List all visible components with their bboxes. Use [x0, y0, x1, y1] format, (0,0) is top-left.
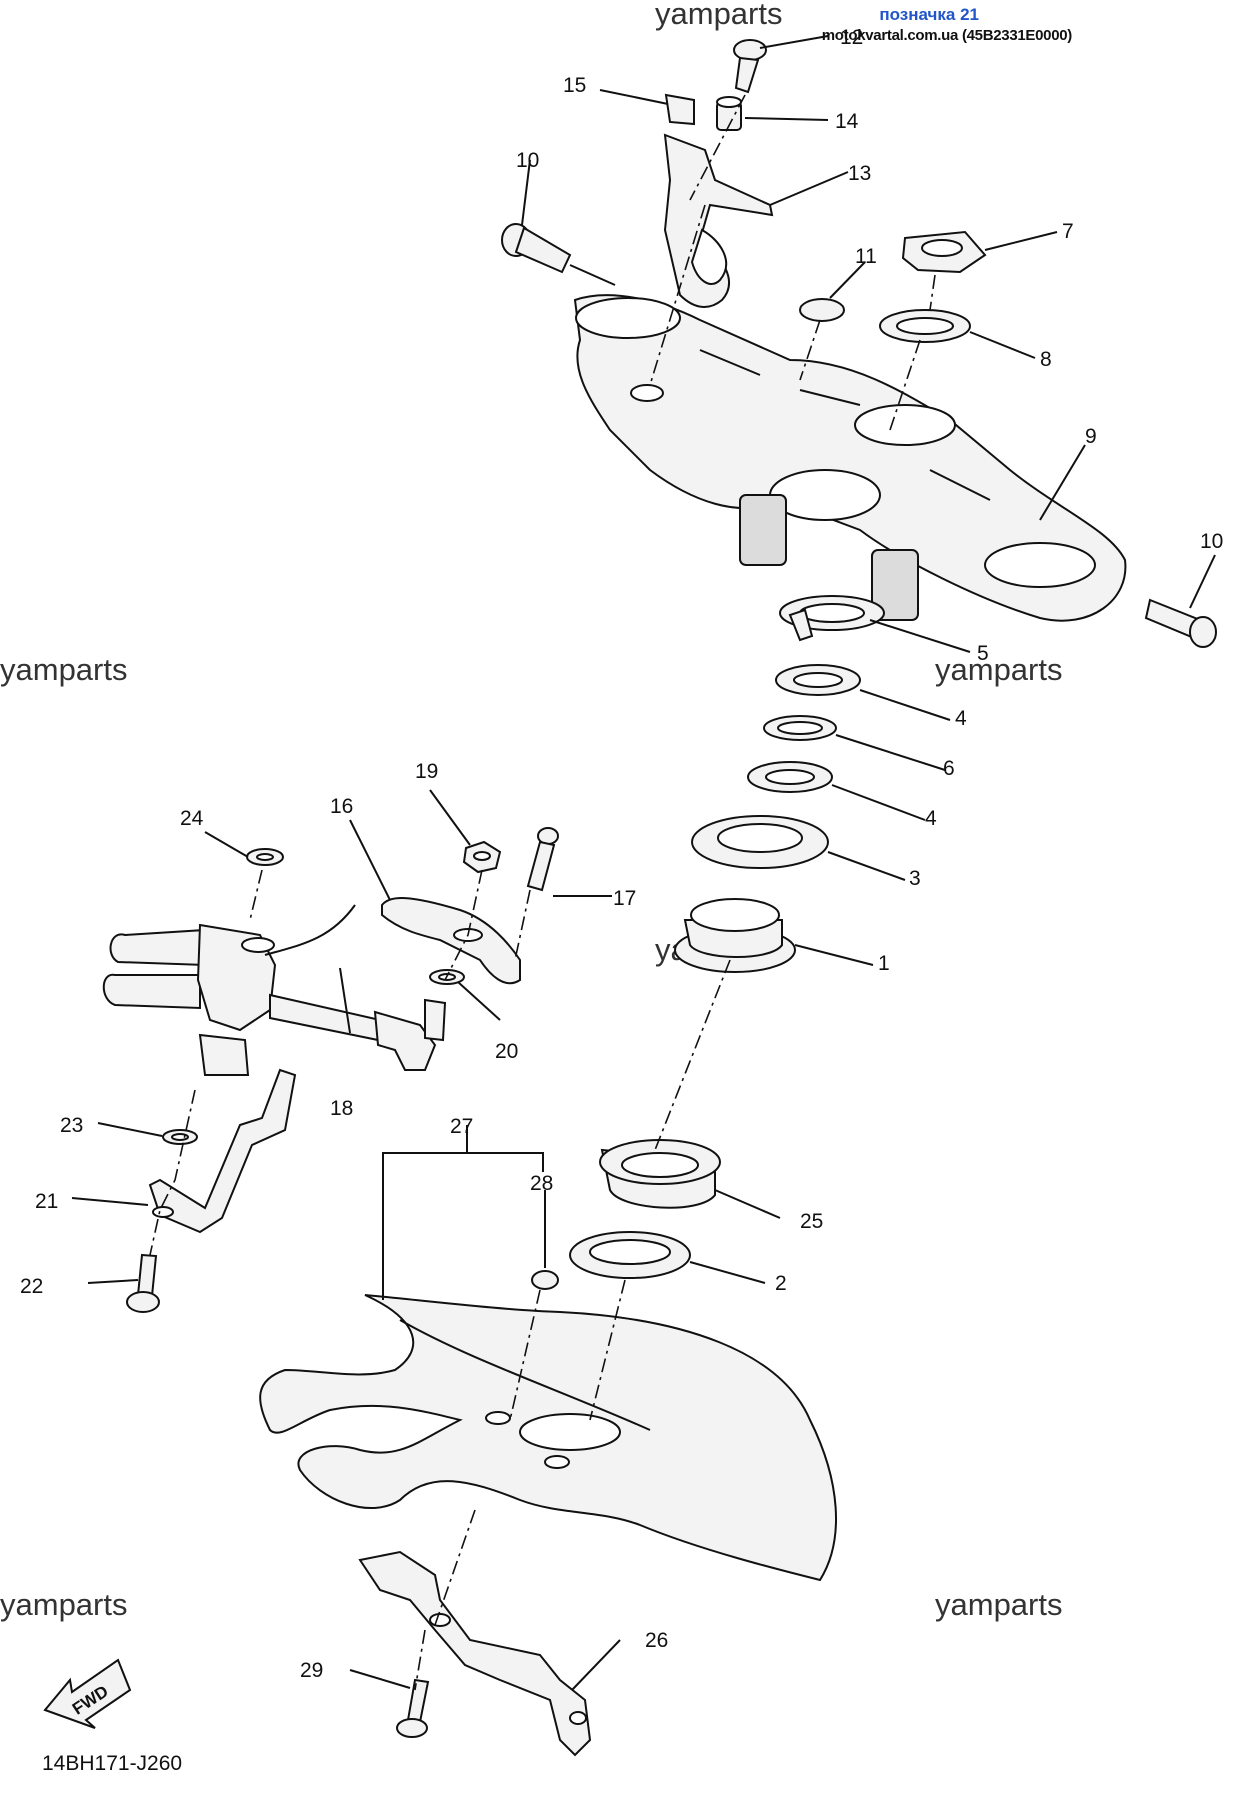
upper-bracket-part-9	[573, 294, 1127, 622]
ring-nut-part-4-lower	[747, 761, 833, 793]
centerline-16	[444, 869, 483, 981]
callout-4-lower: 4	[925, 807, 937, 830]
dust-seal-part-3	[691, 815, 829, 869]
bolt-part-10-left	[501, 223, 572, 274]
collar-part-28	[531, 1270, 559, 1290]
stay-part-26	[358, 1550, 592, 1757]
watermark-left-upper: yamparts	[0, 652, 127, 687]
nut-part-19	[462, 840, 502, 874]
callout-15: 15	[563, 74, 586, 97]
callout-10-left: 10	[516, 149, 539, 172]
washer-part-8	[879, 309, 971, 343]
cap-part-11	[799, 298, 845, 322]
centerline-28	[509, 1289, 541, 1421]
callout-29: 29	[300, 1659, 323, 1682]
stay-part-21	[148, 1068, 297, 1234]
ring-nut-part-4-upper	[775, 664, 861, 696]
centerline-nut7-washer8	[929, 274, 936, 311]
centerline-13-9	[649, 204, 706, 386]
steering-damper-part-18	[102, 904, 447, 1076]
centerline-2-27	[589, 1279, 626, 1421]
callout-16: 16	[330, 795, 353, 818]
centerline-11-9	[799, 319, 821, 381]
callout-20: 20	[495, 1040, 518, 1063]
centerline-17	[514, 889, 531, 961]
washer-part-23	[162, 1129, 198, 1145]
washer-part-6	[763, 715, 837, 741]
watermark-left-lower: yamparts	[0, 1587, 127, 1622]
bearing-part-1	[674, 898, 796, 973]
diagram-code: 14BH171-J260	[42, 1752, 183, 1775]
watermark-right-lower: yamparts	[935, 1587, 1062, 1622]
bolt-part-17	[526, 827, 559, 892]
centerline-29	[414, 1629, 426, 1691]
race-part-2	[569, 1231, 691, 1279]
callout-27: 27	[450, 1115, 473, 1138]
callout-7: 7	[1062, 220, 1074, 243]
watermark-right-upper: yamparts	[935, 652, 1062, 687]
fwd-arrow-icon: FWD	[43, 1658, 132, 1729]
centerline-26-27	[434, 1509, 476, 1626]
header-tag: позначка 21	[879, 5, 979, 24]
callout-25: 25	[800, 1210, 823, 1233]
callout-labels: 1 2 3 4 4 5 6 7 8 9 10 10 11 12 13 14 15…	[20, 26, 1223, 1682]
callout-6: 6	[943, 757, 955, 780]
collar-part-14	[716, 96, 742, 131]
centerline-8-9	[889, 339, 921, 431]
centerline-24	[249, 869, 263, 921]
centerline-12-13	[689, 94, 746, 201]
callout-11: 11	[855, 245, 877, 268]
callout-26: 26	[645, 1629, 668, 1652]
callout-10-right: 10	[1200, 530, 1223, 553]
callout-14: 14	[835, 110, 859, 133]
callout-4-upper: 4	[955, 707, 967, 730]
bolt-part-29	[396, 1678, 430, 1738]
centerline-stem	[654, 959, 731, 1151]
lock-washer-part-5	[779, 595, 885, 642]
callout-21: 21	[35, 1190, 58, 1213]
hose-holder-part-13	[663, 133, 774, 308]
bolt-part-10-right	[1144, 598, 1217, 648]
callout-13: 13	[848, 162, 871, 185]
callout-3: 3	[909, 867, 921, 890]
callout-24: 24	[180, 807, 204, 830]
bolt-part-22	[126, 1253, 160, 1313]
watermark-top: yamparts	[655, 0, 782, 31]
callout-22: 22	[20, 1275, 43, 1298]
header-source: motokvartal.com.ua (45B2331E0000)	[821, 27, 1073, 44]
callout-1: 1	[878, 952, 890, 975]
callout-23: 23	[60, 1114, 83, 1137]
callout-2: 2	[775, 1272, 787, 1295]
bolt-part-12	[733, 39, 767, 94]
callout-19: 19	[415, 760, 438, 783]
callout-18: 18	[330, 1097, 353, 1120]
callout-9: 9	[1085, 425, 1097, 448]
callout-12: 12	[840, 26, 863, 49]
bearing-part-25	[599, 1139, 721, 1209]
centerline-21-23	[149, 1089, 196, 1256]
callout-8: 8	[1040, 348, 1052, 371]
under-bracket-part-27	[259, 1294, 838, 1582]
bracket-part-15	[664, 93, 695, 126]
leader-lines	[71, 35, 1216, 1691]
callout-5: 5	[977, 642, 989, 665]
callout-28: 28	[530, 1172, 553, 1195]
washer-part-24	[246, 848, 284, 866]
nut-part-7	[901, 230, 987, 274]
callout-17: 17	[613, 887, 636, 910]
